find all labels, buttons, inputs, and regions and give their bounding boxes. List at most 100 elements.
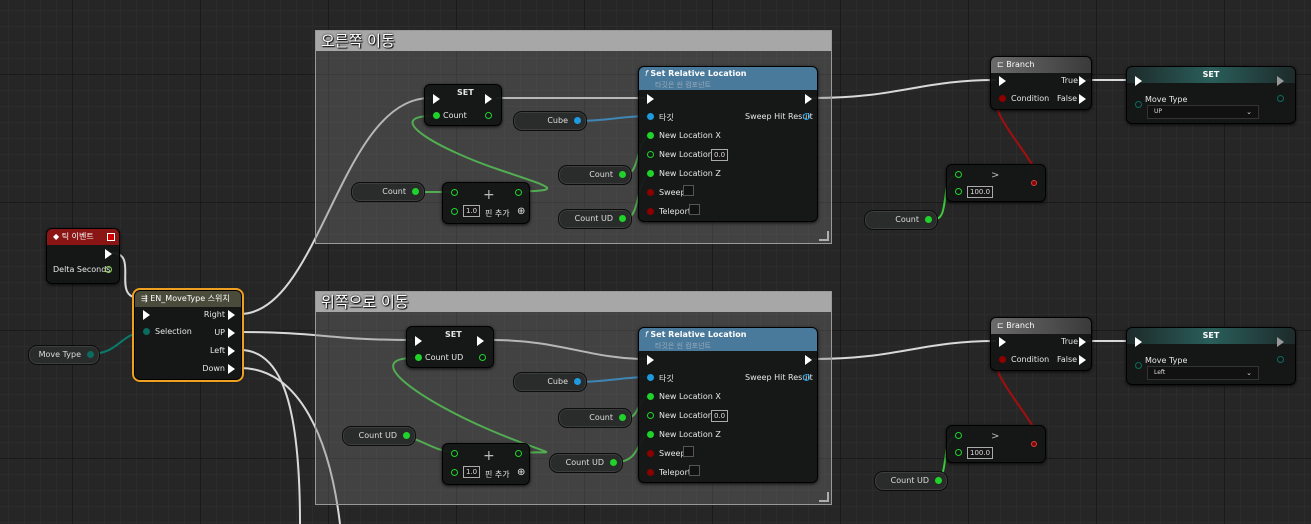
int-pin[interactable] (403, 432, 410, 439)
exec-out-pin[interactable] (1079, 337, 1086, 347)
bool-pin[interactable] (647, 208, 654, 215)
int-pin[interactable] (619, 215, 626, 222)
exec-in-pin[interactable] (1135, 337, 1142, 347)
enum-pin[interactable] (1135, 101, 1142, 108)
compare-node[interactable]: 100.0 > (946, 425, 1046, 463)
switch-node[interactable]: ⇶ EN_MoveType 스위치 Selection Right UP Lef… (132, 288, 244, 382)
compare-node[interactable]: 100.0 > (946, 164, 1046, 202)
int-pin[interactable] (515, 189, 522, 196)
exec-out-pin[interactable] (1079, 76, 1086, 86)
float-pin[interactable] (105, 266, 112, 273)
int-pin[interactable] (955, 171, 962, 178)
exec-out-pin[interactable] (1079, 94, 1086, 104)
exec-out-pin[interactable] (1079, 355, 1086, 365)
count-ud-var[interactable]: Count UD (342, 426, 416, 446)
int-pin[interactable] (955, 188, 962, 195)
bool-pin[interactable] (999, 356, 1006, 363)
bool-pin[interactable] (999, 95, 1006, 102)
set-move-type-node[interactable]: SET Move Type Left ⌄ (1126, 327, 1296, 385)
add-node[interactable]: 1.0 + 핀 추가 ⊕ (442, 443, 530, 485)
count-var[interactable]: Count (558, 165, 632, 185)
int-pin[interactable] (412, 188, 419, 195)
int-pin[interactable] (955, 449, 962, 456)
float-pin[interactable] (647, 132, 654, 139)
resize-handle[interactable] (819, 492, 829, 502)
sweep-checkbox[interactable] (683, 446, 694, 457)
exec-in-pin[interactable] (1135, 76, 1142, 86)
int-pin[interactable] (619, 171, 626, 178)
move-type-dropdown[interactable]: UP ⌄ (1147, 105, 1259, 119)
set-relative-location-node[interactable]: f Set Relative Location 타깃은 씬 컴포넌트 타깃 Sw… (638, 327, 818, 483)
count-ud-var[interactable]: Count UD (549, 453, 623, 473)
exec-out-pin[interactable] (228, 364, 235, 374)
enum-pin[interactable] (1135, 362, 1142, 369)
add-pin-button[interactable]: 핀 추가 (485, 470, 510, 479)
struct-pin[interactable] (803, 113, 810, 120)
int-pin[interactable] (451, 450, 458, 457)
int-pin[interactable] (925, 216, 932, 223)
exec-out-pin[interactable] (485, 94, 492, 104)
value-field[interactable]: 1.0 (463, 205, 481, 217)
teleport-checkbox[interactable] (689, 465, 700, 476)
tick-event-node[interactable]: ◆ 틱 이벤트 Delta Seconds (46, 228, 120, 284)
exec-out-pin[interactable] (228, 328, 235, 338)
int-pin[interactable] (619, 414, 626, 421)
add-node[interactable]: 1.0 + 핀 추가 ⊕ (442, 182, 530, 224)
int-pin[interactable] (610, 459, 617, 466)
object-pin[interactable] (647, 113, 654, 120)
exec-out-pin[interactable] (805, 355, 812, 365)
exec-in-pin[interactable] (999, 76, 1006, 86)
int-pin[interactable] (485, 112, 492, 119)
count-var[interactable]: Count (558, 408, 632, 428)
bool-pin[interactable] (1031, 180, 1037, 186)
exec-out-pin[interactable] (105, 249, 112, 259)
int-pin[interactable] (415, 354, 422, 361)
count-var[interactable]: Count (864, 210, 938, 230)
object-pin[interactable] (647, 374, 654, 381)
exec-in-pin[interactable] (647, 94, 654, 104)
branch-node[interactable]: ⊏ Branch True Condition False (990, 317, 1092, 371)
comment-title[interactable]: 위쪽으로 이동 (316, 292, 831, 312)
exec-out-pin[interactable] (805, 94, 812, 104)
cube-var[interactable]: Cube (513, 372, 587, 392)
add-pin-button[interactable]: 핀 추가 (485, 209, 510, 218)
exec-out-pin[interactable] (1277, 76, 1284, 86)
float-pin[interactable] (647, 431, 654, 438)
exec-in-pin[interactable] (647, 355, 654, 365)
float-pin[interactable] (647, 393, 654, 400)
object-pin[interactable] (574, 117, 581, 124)
move-type-var[interactable]: Move Type (28, 345, 100, 365)
float-pin[interactable] (647, 412, 654, 419)
exec-in-pin[interactable] (415, 336, 422, 346)
count-var[interactable]: Count (351, 182, 425, 202)
exec-in-pin[interactable] (143, 310, 150, 320)
sweep-checkbox[interactable] (683, 185, 694, 196)
set-move-type-node[interactable]: SET Move Type UP ⌄ (1126, 66, 1296, 124)
branch-node[interactable]: ⊏ Branch True Condition False (990, 56, 1092, 110)
comment-title[interactable]: 오른쪽 이동 (316, 31, 831, 51)
exec-in-pin[interactable] (433, 94, 440, 104)
int-pin[interactable] (955, 432, 962, 439)
enum-pin[interactable] (87, 351, 94, 358)
value-field[interactable]: 0.0 (711, 149, 729, 161)
value-field[interactable]: 0.0 (711, 410, 729, 422)
enum-pin[interactable] (143, 328, 150, 335)
count-ud-var[interactable]: Count UD (558, 209, 632, 229)
exec-out-pin[interactable] (228, 346, 235, 356)
resize-handle[interactable] (819, 231, 829, 241)
value-field[interactable]: 1.0 (463, 466, 481, 478)
exec-out-pin[interactable] (228, 310, 235, 320)
int-pin[interactable] (515, 450, 522, 457)
exec-out-pin[interactable] (477, 336, 484, 346)
count-ud-var[interactable]: Count UD (874, 471, 948, 491)
int-pin[interactable] (479, 354, 486, 361)
bool-pin[interactable] (647, 469, 654, 476)
struct-pin[interactable] (803, 374, 810, 381)
bool-pin[interactable] (1031, 441, 1037, 447)
int-pin[interactable] (451, 189, 458, 196)
move-type-dropdown[interactable]: Left ⌄ (1147, 366, 1259, 380)
value-field[interactable]: 100.0 (967, 186, 994, 198)
bool-pin[interactable] (647, 450, 654, 457)
bool-pin[interactable] (647, 189, 654, 196)
float-pin[interactable] (647, 170, 654, 177)
